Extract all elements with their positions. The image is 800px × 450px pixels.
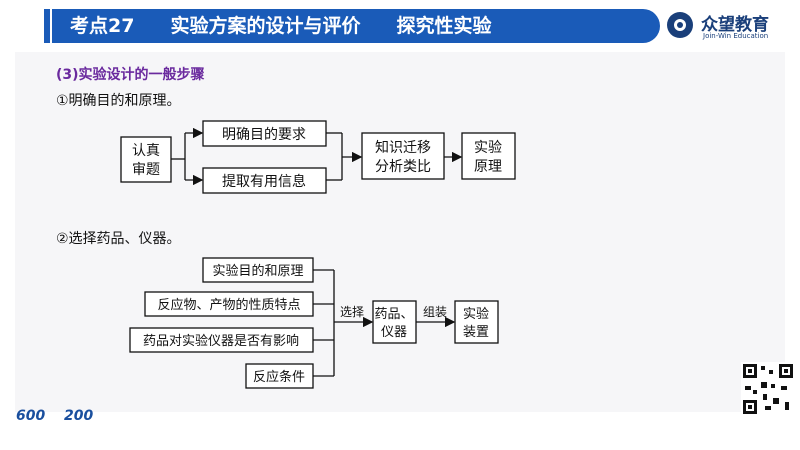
title-main: 实验方案的设计与评价 — [170, 15, 361, 37]
box-info — [202, 167, 327, 194]
factor-box-4 — [245, 363, 314, 389]
box-principle-text-2: 原理 — [474, 159, 502, 175]
brand-name: 众望教育 — [701, 15, 769, 35]
badge-left: 600 — [16, 408, 45, 424]
arrow-select-label: 选择 — [340, 305, 364, 319]
box-transfer-text-2: 分析类比 — [375, 159, 431, 175]
qr-code-icon — [741, 362, 795, 416]
box-goal-text: 明确目的要求 — [222, 127, 306, 143]
box-start — [120, 136, 172, 183]
box-transfer — [361, 132, 445, 180]
factor-text-4: 反应条件 — [253, 369, 305, 385]
box-principle — [461, 132, 516, 180]
arrow-assemble-label: 组装 — [423, 305, 447, 319]
box-goal — [202, 120, 327, 147]
brand-logo: 众望教育 Join-Win Education — [665, 8, 795, 44]
box-materials-text-1: 药品、 — [374, 307, 413, 322]
box-start-text-1: 认真 — [132, 143, 160, 159]
box-materials — [372, 300, 417, 344]
box-transfer-text-1: 知识迁移 — [375, 139, 431, 156]
step2-label: ②选择药品、仪器。 — [56, 231, 181, 247]
badge-left-number: 600 — [16, 408, 46, 424]
header: 考点27 实验方案的设计与评价 探究性实验 众望教育 Join-Win Educat… — [0, 0, 800, 52]
title-bar — [52, 9, 660, 43]
box-apparatus-text-2: 装置 — [463, 325, 489, 340]
box-principle-text-1: 实验 — [474, 140, 502, 156]
box-start-text-2: 审题 — [132, 162, 160, 178]
badge-right-number: 200 — [64, 408, 94, 424]
title-accent — [44, 9, 50, 43]
step1-label: ①明确目的和原理。 — [56, 93, 181, 109]
title-text: 考点27 实验方案的设计与评价 探究性实验 — [70, 9, 527, 43]
topic-label: 考点27 — [70, 15, 135, 37]
logo-mark-icon — [667, 12, 693, 38]
brand-subtitle: Join-Win Education — [703, 32, 769, 40]
box-apparatus-text-1: 实验 — [463, 306, 489, 322]
factor-text-2: 反应物、产物的性质特点 — [157, 297, 300, 313]
badge-right: 200 — [64, 408, 93, 424]
title-secondary: 探究性实验 — [396, 15, 492, 37]
section-title: (3)实验设计的一般步骤 — [56, 67, 205, 83]
box-apparatus — [454, 300, 499, 344]
factor-text-1: 实验目的和原理 — [212, 263, 303, 279]
box-materials-text-2: 仪器 — [381, 325, 407, 340]
factor-text-3: 药品对实验仪器是否有影响 — [143, 333, 299, 349]
factor-box-3 — [129, 327, 314, 353]
box-info-text: 提取有用信息 — [222, 173, 306, 190]
factor-box-1 — [202, 257, 314, 283]
